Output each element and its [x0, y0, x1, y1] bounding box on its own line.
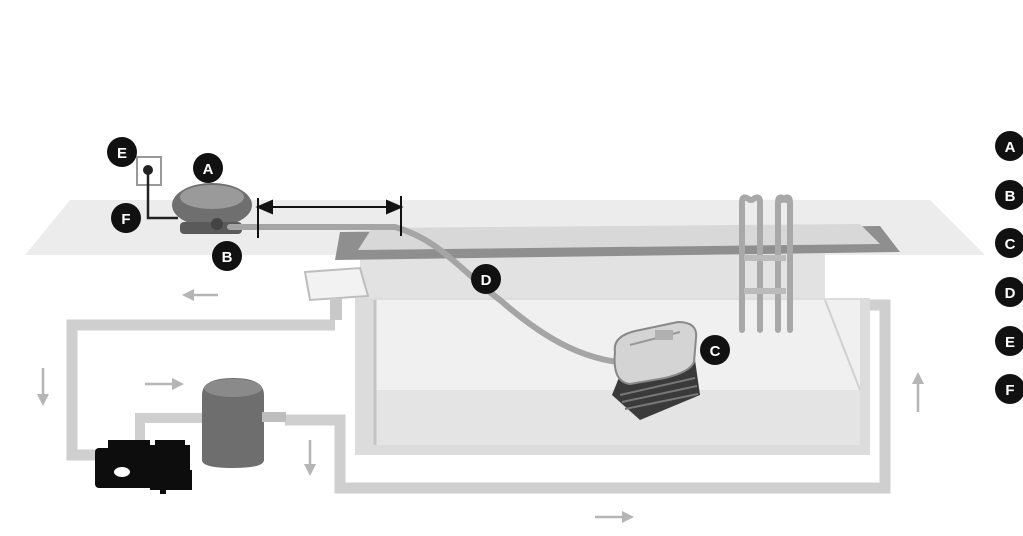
- legend-item-D: D: [995, 277, 1023, 307]
- pool-corner-edge: [824, 299, 861, 391]
- pump-to-filter-pipe: [135, 413, 205, 445]
- legend-item-C: C: [995, 228, 1023, 258]
- ladder-step-1: [744, 255, 786, 261]
- legend-item-A: A: [995, 131, 1023, 161]
- legend-item-B: B: [995, 180, 1023, 210]
- badge-D-text: D: [481, 272, 492, 289]
- cable-connector: [211, 218, 223, 230]
- sand-filter: [202, 378, 286, 468]
- flow-arrows: [37, 289, 924, 523]
- legend-item-F: F: [995, 374, 1023, 404]
- wall-outlet-socket: [143, 165, 153, 175]
- badge-C-text: C: [710, 343, 721, 360]
- skimmer-outlet: [330, 298, 342, 320]
- distance-arrow: [255, 196, 404, 238]
- skimmer: [303, 266, 370, 302]
- flow-arrow-right-upper: [145, 378, 184, 390]
- badge-A-text: A: [203, 161, 214, 178]
- floating-cable: [227, 224, 631, 366]
- badge-D: D: [471, 264, 501, 294]
- power-supply-base: [180, 222, 242, 234]
- pool-coping-top: [358, 224, 880, 250]
- flow-arrow-right-bottom: [595, 511, 634, 523]
- badge-F: F: [111, 203, 141, 233]
- suction-pipe: [66, 319, 335, 461]
- return-pipe: [285, 299, 891, 494]
- robotic-cleaner: [612, 320, 700, 420]
- badge-E-text: E: [117, 145, 127, 162]
- pool-floor: [375, 390, 860, 445]
- pool-pump: [95, 440, 192, 494]
- badge-E: E: [107, 137, 137, 167]
- badge-A: A: [193, 153, 223, 183]
- flow-arrow-down-mid: [304, 440, 316, 476]
- flow-arrow-down-left: [37, 368, 49, 406]
- legend-E-text: E: [1005, 334, 1015, 351]
- badge-C: C: [700, 335, 730, 365]
- flow-arrow-up-right: [912, 372, 924, 412]
- badge-F-text: F: [121, 211, 130, 228]
- badge-B-text: B: [222, 249, 233, 266]
- legend-D-text: D: [1005, 285, 1016, 302]
- flow-arrow-left: [182, 289, 218, 301]
- power-supply-top: [180, 185, 244, 209]
- legend-F-text: F: [1005, 382, 1014, 399]
- legend-item-E: E: [995, 326, 1023, 356]
- legend-A-text: A: [1005, 139, 1016, 156]
- legend-B-text: B: [1005, 188, 1016, 205]
- legend: A B C D E F: [995, 131, 1023, 404]
- legend-C-text: C: [1005, 236, 1016, 253]
- power-cord: [146, 172, 178, 220]
- pool-ladder: [739, 194, 793, 333]
- ladder-step-2: [744, 288, 786, 294]
- badge-B: B: [212, 241, 242, 271]
